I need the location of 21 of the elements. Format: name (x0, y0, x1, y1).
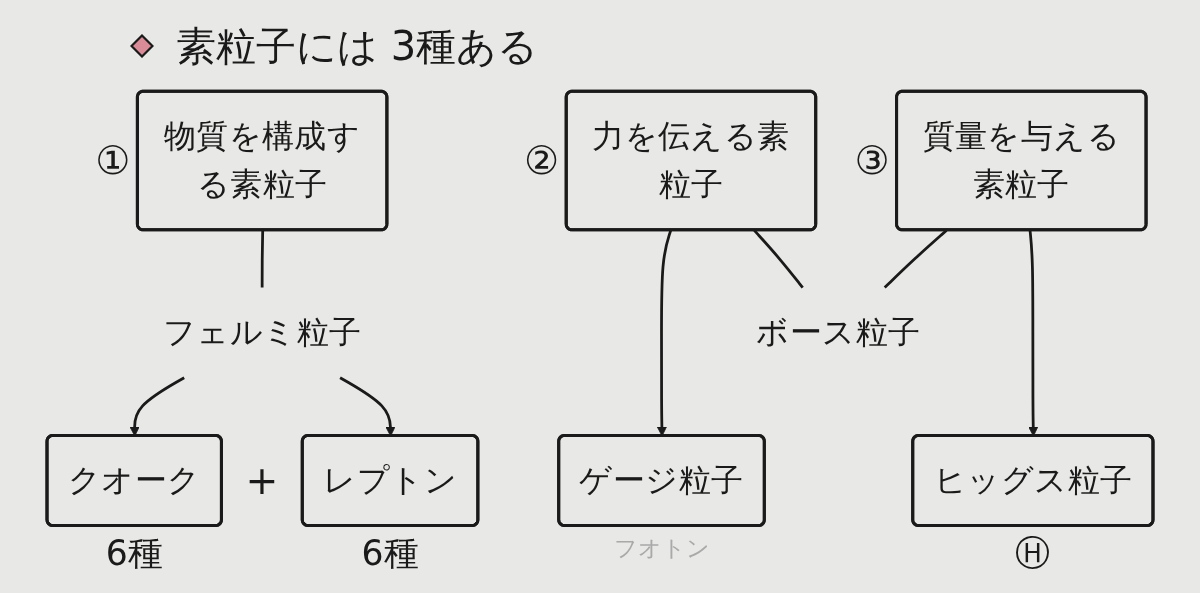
category-label: ボース粒子 (756, 313, 921, 352)
particle-box: ゲージ粒子 (557, 433, 766, 528)
particle-box: 物質を構成する素粒子 (135, 89, 389, 232)
count-label: 6種 (361, 533, 419, 573)
plus-sign: + (245, 458, 279, 503)
connector-line (753, 229, 804, 289)
circled-number: ② (524, 138, 560, 184)
category-label: フェルミ粒子 (162, 313, 362, 352)
circled-number: ③ (854, 138, 890, 184)
connector-line (883, 229, 948, 289)
circled-letter: Ⓗ (1015, 533, 1051, 573)
count-label: 6種 (105, 533, 163, 573)
particle-box: クオーク (45, 433, 223, 528)
connector-line (260, 230, 265, 288)
particle-box: ヒッグス粒子 (911, 433, 1155, 528)
particle-box: 力を伝える素粒子 (564, 89, 818, 232)
title: 素粒子には 3種ある (176, 21, 539, 71)
circled-number: ① (95, 138, 131, 184)
particle-box: 質量を与える素粒子 (895, 89, 1148, 232)
pencil-note: フオトン (613, 535, 710, 562)
particle-box: レプトン (300, 433, 480, 528)
